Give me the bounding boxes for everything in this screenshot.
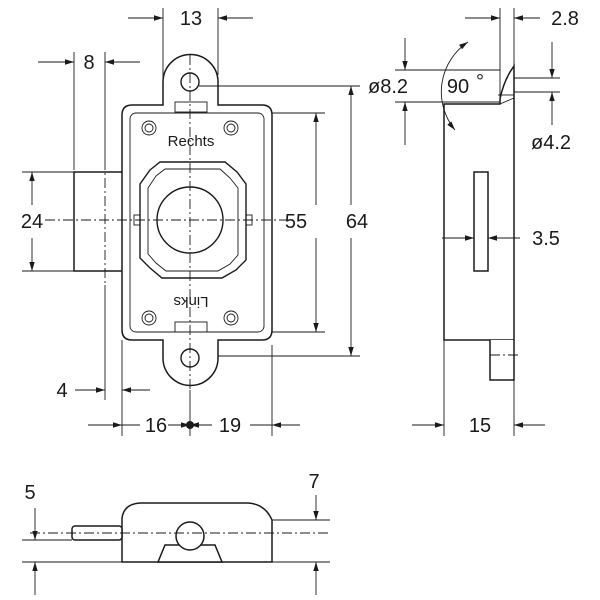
side-bottom-tab: [489, 340, 515, 381]
dim-outer-height: 64: [346, 211, 368, 233]
dim-bottom-right: 7: [308, 471, 319, 493]
top-tab: [174, 101, 208, 113]
bolt-body: [73, 171, 125, 272]
engraving-rechts: Rechts: [168, 133, 215, 150]
dim-inner-height: 55: [285, 211, 307, 233]
dim-shaft-offset: 8: [83, 52, 94, 74]
front-view-dimensions: 13 8 24 55 64 4: [21, 8, 368, 437]
dim-left-half: 16: [145, 415, 167, 437]
dim-depth: 15: [469, 415, 491, 437]
dim-bolt-height: 24: [21, 211, 43, 233]
dim-slot-width: 3.5: [532, 228, 560, 250]
bottom-view: [30, 502, 330, 563]
dim-thickness-top: 2.8: [551, 8, 579, 30]
cam-rotor-inner: [147, 168, 239, 272]
corner-screws: [141, 120, 239, 326]
side-view-dimensions: 2.8 ø8.2 90 ° ø4.2 3.5 15: [368, 8, 579, 437]
bottom-boss: [156, 544, 224, 563]
dim-angle: 90: [447, 76, 469, 98]
dim-angle-unit: °: [476, 71, 484, 93]
side-slot: [473, 171, 489, 272]
engraving-links: Links: [173, 293, 208, 310]
bottom-tab: [174, 321, 208, 333]
bottom-view-dimensions: 5 7: [22, 471, 330, 595]
bottom-boss-hole: [175, 521, 205, 551]
dim-width-top: 13: [180, 8, 202, 30]
side-view: [443, 63, 520, 381]
dim-bore-small: ø4.2: [531, 132, 571, 154]
dim-bore-large: ø8.2: [368, 76, 408, 98]
cam-rotor: [139, 161, 247, 279]
dim-shaft-setback: 4: [56, 380, 67, 402]
dim-bottom-left: 5: [24, 482, 35, 504]
dim-right-half: 19: [219, 415, 241, 437]
front-view: Rechts Links: [45, 53, 290, 390]
